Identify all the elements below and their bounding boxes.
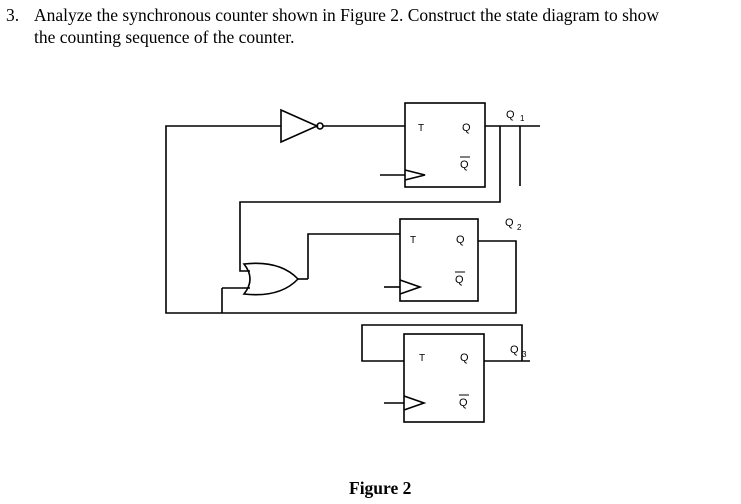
flip-flop-2-q-label: Q xyxy=(456,234,465,246)
question-line-2: the counting sequence of the counter. xyxy=(34,27,295,47)
flip-flop-3-t-label: T xyxy=(419,353,425,364)
output-label-q1: Q xyxy=(506,109,515,121)
not-gate xyxy=(280,108,405,144)
output-label-q3-index: 3 xyxy=(522,350,527,359)
figure-caption: Figure 2 xyxy=(349,478,412,498)
flip-flop-2-clock-triangle xyxy=(399,279,423,295)
flip-flop-3-clock-triangle xyxy=(403,395,427,411)
flip-flop-1-q-label: Q xyxy=(462,122,471,134)
flip-flop-2-box xyxy=(399,218,479,302)
flip-flop-1-t-label: T xyxy=(418,123,424,134)
output-label-q2: Q xyxy=(505,217,514,229)
q3-to-t3-wire xyxy=(361,324,523,362)
or-gate xyxy=(242,233,400,296)
question-line-1: 3. Analyze the synchronous counter shown … xyxy=(6,4,736,26)
q1-to-or-wire xyxy=(239,126,501,272)
flip-flop-3-box xyxy=(403,333,485,423)
t-flip-flop-3: T Q Q xyxy=(384,333,485,423)
flip-flop-1-box xyxy=(404,102,486,188)
output-label-q3: Q xyxy=(510,344,519,356)
t-flip-flop-1: T Q Q xyxy=(380,102,486,188)
question-number: 3. xyxy=(6,5,20,25)
flip-flop-3-q-label: Q xyxy=(460,352,469,364)
or-gate-body xyxy=(242,262,300,296)
q2-feedback-wire xyxy=(165,125,517,314)
flip-flop-2-qbar-label: Q xyxy=(455,274,464,286)
question-text-line-1: Analyze the synchronous counter shown in… xyxy=(34,5,660,25)
question-text: 3. Analyze the synchronous counter shown … xyxy=(6,4,736,48)
flip-flop-1-qbar-label: Q xyxy=(460,159,469,171)
flip-flop-2-t-label: T xyxy=(410,235,416,246)
flip-flop-1-clock-triangle xyxy=(404,169,426,181)
flip-flop-3-qbar-label: Q xyxy=(459,397,468,409)
output-label-q2-index: 2 xyxy=(517,223,522,232)
not-gate-body xyxy=(280,108,319,144)
or-to-t2-wire xyxy=(307,233,400,279)
output-label-q1-index: 1 xyxy=(520,114,525,123)
t-flip-flop-2: T Q Q xyxy=(384,218,479,302)
